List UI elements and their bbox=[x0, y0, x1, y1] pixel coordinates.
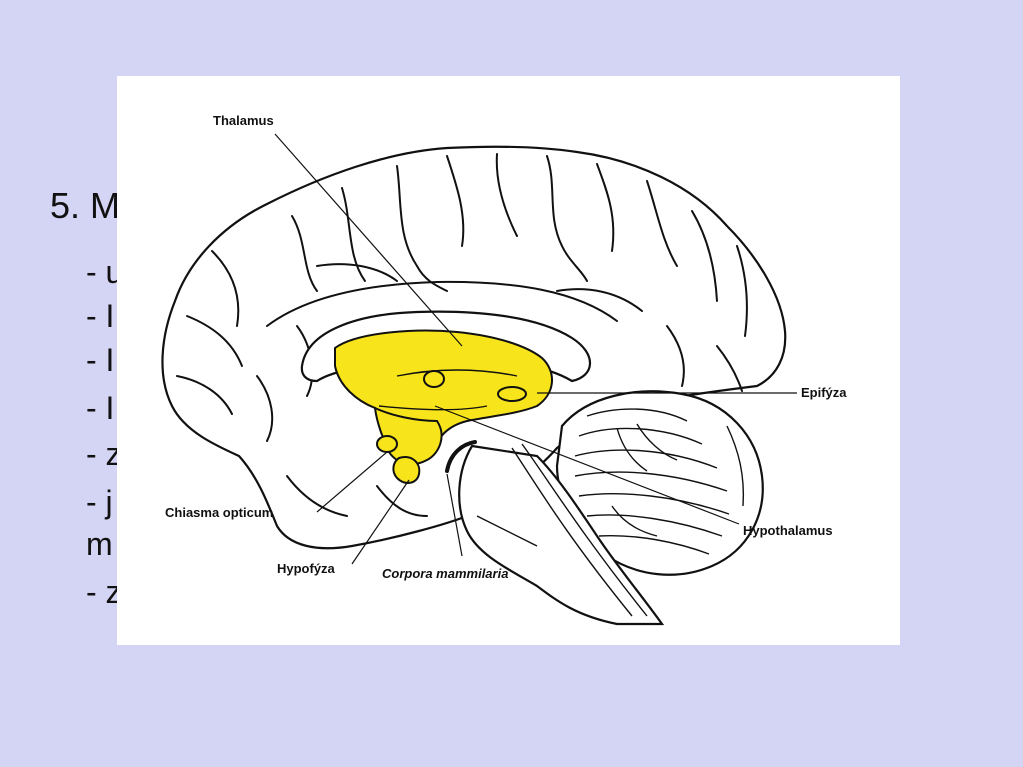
label-epifyza: Epifýza bbox=[801, 385, 847, 400]
bullet-4: - I bbox=[86, 390, 115, 426]
label-hypothalamus: Hypothalamus bbox=[743, 523, 833, 538]
label-hypofyza: Hypofýza bbox=[277, 561, 336, 576]
leader-corpora bbox=[446, 473, 463, 557]
mammillary-arc bbox=[445, 440, 477, 473]
bullet-5: - z bbox=[86, 436, 122, 472]
bullet-3: - I bbox=[86, 342, 115, 378]
brain-diagram-image: Thalamus Epifýza Hypothalamus Chiasma op… bbox=[117, 76, 900, 645]
label-corpora-mammilaria: Corpora mammilaria bbox=[382, 566, 508, 581]
brainstem bbox=[458, 444, 665, 626]
interthalamic-adhesion bbox=[423, 370, 445, 388]
leader-chiasma bbox=[316, 451, 388, 513]
label-thalamus: Thalamus bbox=[213, 113, 274, 128]
bullet-6: - j bbox=[86, 484, 113, 520]
chiasma-shape bbox=[376, 435, 398, 453]
slide-title: 5. M bbox=[50, 185, 121, 226]
bullet-6-cont: m bbox=[86, 526, 113, 562]
hypofyza-shape bbox=[392, 456, 421, 484]
brain-diagram-svg: Thalamus Epifýza Hypothalamus Chiasma op… bbox=[161, 113, 847, 626]
epifyza-shape bbox=[497, 386, 527, 402]
bullet-7: - z bbox=[86, 574, 122, 610]
leader-hypofyza bbox=[351, 479, 410, 565]
leader-hypothalamus bbox=[434, 405, 740, 525]
leader-thalamus bbox=[274, 133, 463, 347]
bullet-2: - I bbox=[86, 298, 115, 334]
label-chiasma-opticum: Chiasma opticum bbox=[165, 505, 273, 520]
